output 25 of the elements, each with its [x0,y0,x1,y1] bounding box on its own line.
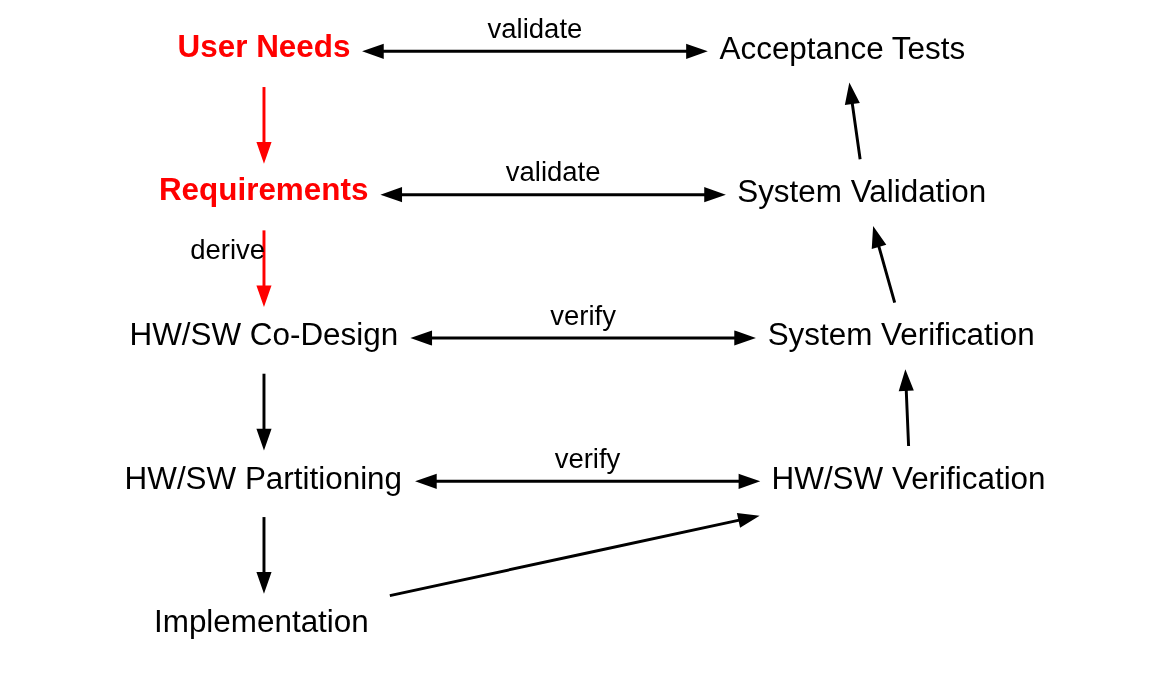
node-text: System Verification [767,317,1035,353]
arrow [256,230,272,308]
node-text: HW/SW Co-Design [129,317,399,353]
edge-label: verify [550,299,616,331]
arrow [844,82,862,160]
arrow [410,330,756,346]
edge-label: validate [505,156,601,188]
node-text: HW/SW Verification [771,460,1046,496]
node-text: System Validation [737,174,987,210]
edge-label: validate [487,12,583,44]
arrow [389,512,760,597]
node-text: HW/SW Partitioning [124,460,403,496]
node-text: Implementation [154,604,369,640]
arrow [256,373,272,451]
arrow [256,87,272,164]
edge-label: verify [554,442,621,474]
arrow [256,517,272,594]
arrow [380,187,726,203]
arrow [871,226,897,303]
node-text: Requirements [158,172,369,208]
arrow [362,43,708,59]
node-text: Acceptance Tests [719,30,966,66]
arrow [898,369,914,446]
node-text: User Needs [177,28,351,64]
arrow [415,473,761,489]
